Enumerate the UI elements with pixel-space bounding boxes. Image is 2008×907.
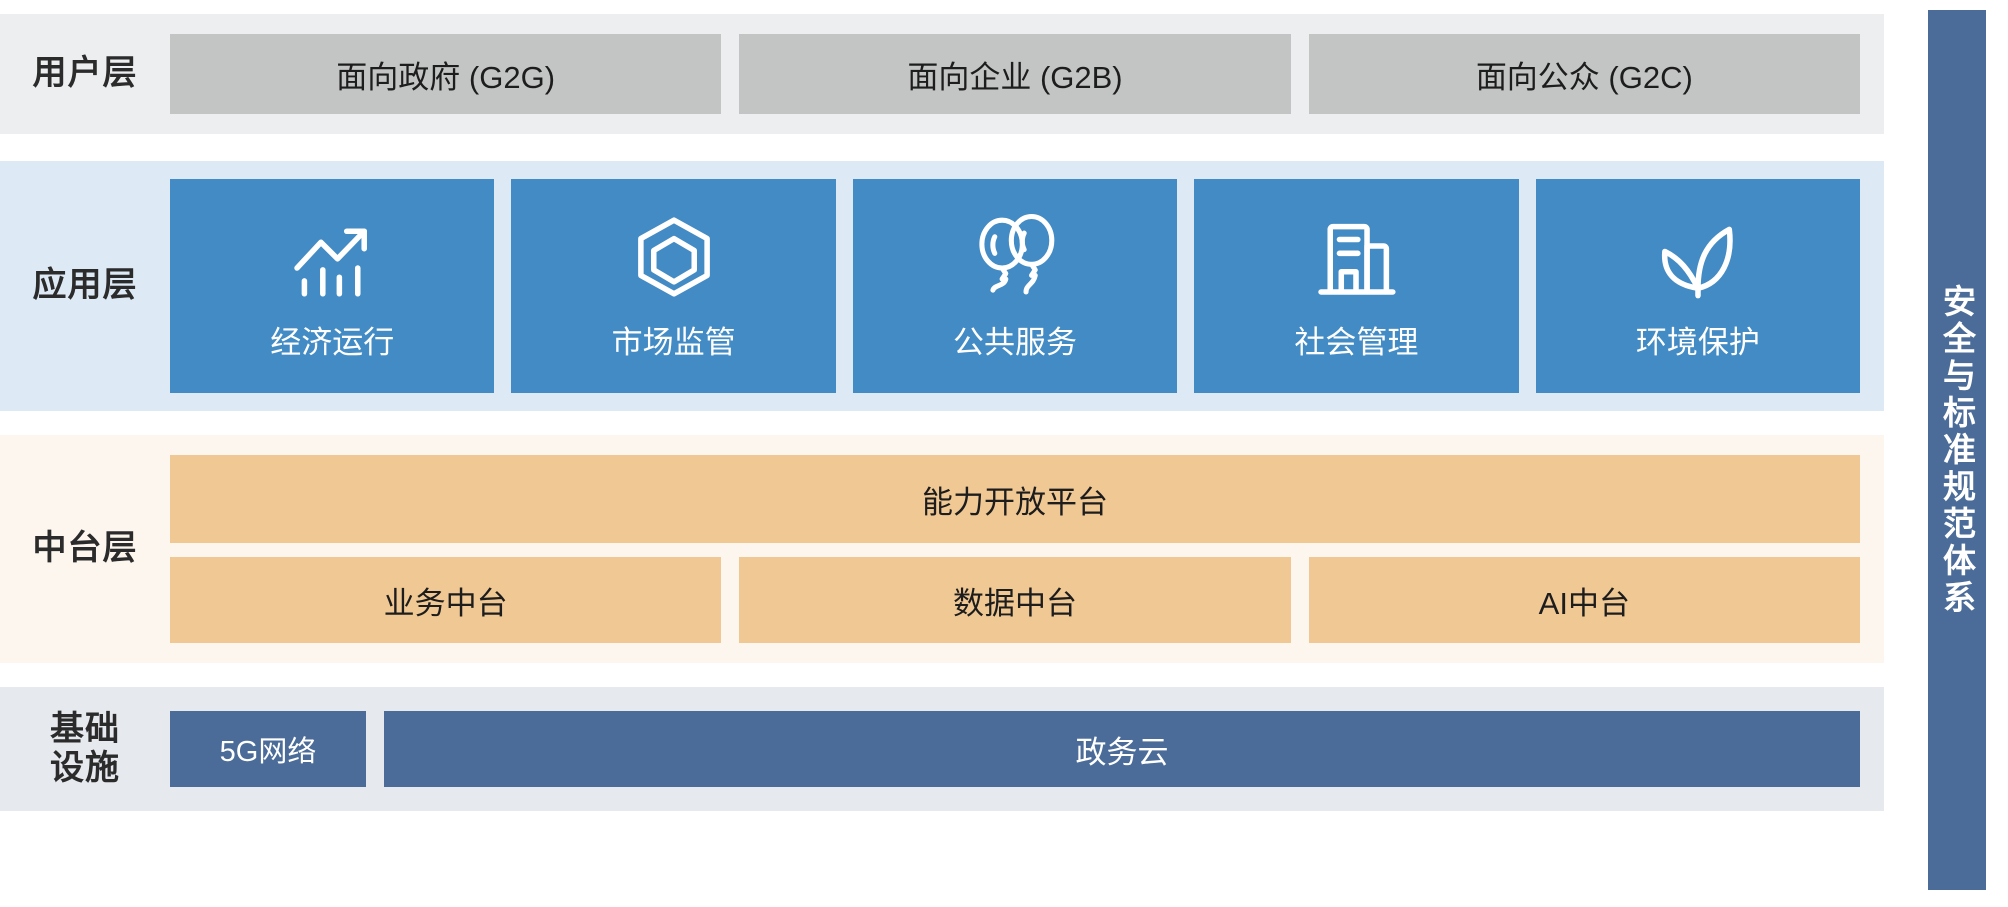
layer-infrastructure-body: 5G网络 政务云 (170, 711, 1884, 787)
infra-box-government-cloud[interactable]: 政务云 (384, 711, 1860, 787)
layer-user-label: 用户层 (32, 54, 138, 93)
app-card-social-management-label: 社会管理 (1294, 324, 1419, 360)
mid-box-capability-platform[interactable]: 能力开放平台 (170, 455, 1860, 543)
mid-box-row: 业务中台 数据中台 AI中台 (170, 557, 1860, 643)
layer-application-label: 应用层 (32, 266, 138, 305)
layer-middle-platform-body: 能力开放平台 业务中台 数据中台 AI中台 (170, 435, 1884, 663)
mid-box-data[interactable]: 数据中台 (739, 557, 1291, 643)
user-box-g2c[interactable]: 面向公众 (G2C) (1308, 34, 1860, 114)
hexagon-cube-icon (628, 211, 720, 303)
layer-user: 用户层 面向政府 (G2G) 面向企业 (G2B) 面向公众 (G2C) (0, 14, 1884, 134)
app-card-public-service[interactable]: 公共服务 (852, 179, 1178, 393)
app-card-environment[interactable]: 环境保护 (1535, 179, 1861, 393)
trending-up-chart-icon (286, 211, 378, 303)
app-card-economy-label: 经济运行 (270, 324, 395, 360)
mid-box-ai[interactable]: AI中台 (1308, 557, 1860, 643)
leaf-sprout-icon (1652, 211, 1744, 303)
app-card-social-management[interactable]: 社会管理 (1194, 179, 1519, 393)
app-card-environment-label: 环境保护 (1635, 324, 1760, 360)
layer-middle-platform: 中台层 能力开放平台 业务中台 数据中台 AI中台 (0, 435, 1884, 663)
balloons-icon (969, 211, 1061, 303)
infra-box-5g-network[interactable]: 5G网络 (170, 711, 366, 787)
security-standards-sidebar: 安全与标准规范体系 (1928, 10, 1986, 890)
layer-infrastructure: 基础 设施 5G网络 政务云 (0, 687, 1884, 811)
layer-application: 应用层 经济运行 (0, 161, 1884, 411)
mid-box-business[interactable]: 业务中台 (170, 557, 722, 643)
layer-stack: 用户层 面向政府 (G2G) 面向企业 (G2B) 面向公众 (G2C) 应用层 (0, 14, 1884, 811)
layer-user-body: 面向政府 (G2G) 面向企业 (G2B) 面向公众 (G2C) (170, 14, 1884, 134)
app-card-market-regulation-label: 市场监管 (611, 324, 736, 360)
layer-infrastructure-label: 基础 设施 (50, 709, 120, 787)
app-card-market-regulation[interactable]: 市场监管 (511, 179, 836, 393)
app-card-public-service-label: 公共服务 (953, 324, 1078, 360)
layer-middle-platform-label: 中台层 (32, 529, 138, 568)
security-standards-sidebar-label: 安全与标准规范体系 (1938, 283, 1976, 617)
app-card-economy[interactable]: 经济运行 (170, 179, 495, 393)
office-building-icon (1310, 211, 1402, 303)
layer-application-body: 经济运行 市场监管 (170, 179, 1884, 393)
user-box-g2b[interactable]: 面向企业 (G2B) (739, 34, 1291, 114)
user-box-g2g[interactable]: 面向政府 (G2G) (170, 34, 722, 114)
